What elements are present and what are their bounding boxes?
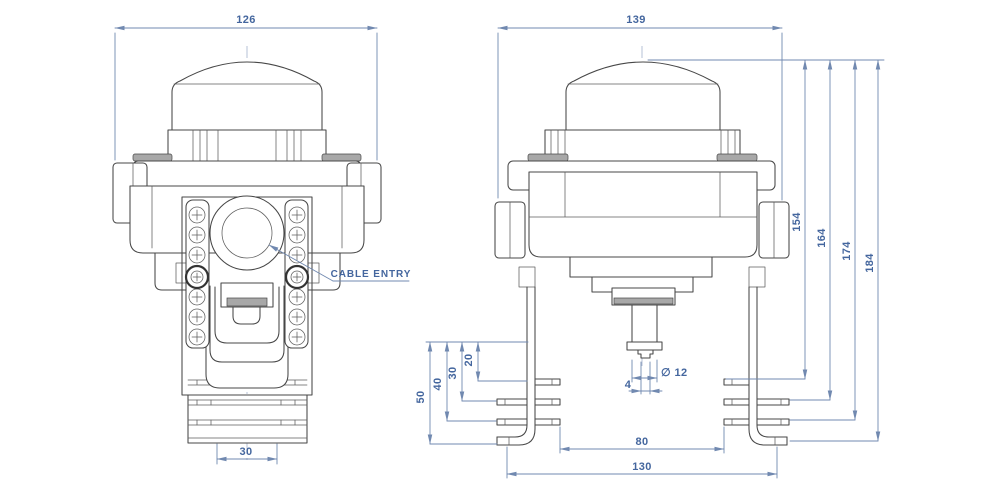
dim-164-label: 164 <box>816 228 828 248</box>
dim-126-label: 126 <box>236 14 256 26</box>
collar <box>167 129 327 162</box>
dim-dia12-label: ∅ 12 <box>661 367 687 379</box>
dim-bracket-levels: 20 30 40 50 <box>415 341 529 445</box>
cable-entry-label: CABLE ENTRY <box>331 269 412 280</box>
dim-139-label: 139 <box>626 14 646 26</box>
leg-boss-right <box>748 266 766 288</box>
dim-154-label: 154 <box>791 212 803 232</box>
bracket-straps <box>205 282 289 389</box>
flange-chamfer-left <box>132 153 173 162</box>
cable-entry-circle <box>209 195 285 271</box>
dim-40-label: 40 <box>432 377 444 390</box>
main-body-side <box>528 171 758 258</box>
dim-50-label: 50 <box>415 390 427 403</box>
dim-80-label: 80 <box>635 436 648 448</box>
dim-20-label: 20 <box>463 353 475 366</box>
leg-left <box>496 286 561 446</box>
side-view: 139 154 164 174 184 20 30 <box>415 14 885 479</box>
dome-cap-side <box>565 61 721 131</box>
bolts-left <box>184 206 210 346</box>
dim-shaft: ∅ 12 4 <box>625 359 687 395</box>
dim-side-width: 139 <box>497 14 783 201</box>
dim-30-label: 30 <box>239 446 252 458</box>
dim-4-label: 4 <box>625 379 632 391</box>
dim-30-level-label: 30 <box>447 366 459 379</box>
flange-chamfer-right <box>321 153 362 162</box>
strap-slot <box>226 297 268 307</box>
bolt-strips <box>184 199 310 349</box>
shaft <box>631 304 658 343</box>
bolts-right <box>284 206 310 346</box>
side-housing <box>494 61 790 359</box>
mounting-legs <box>496 286 790 446</box>
cable-entry-callout: CABLE ENTRY <box>268 244 412 282</box>
leg-right <box>723 286 790 446</box>
dim-spans: 80 130 <box>506 426 778 479</box>
collar-side <box>544 129 741 162</box>
shaft-flange <box>626 341 663 351</box>
dim-184-label: 184 <box>864 253 876 273</box>
front-bracket <box>181 195 313 444</box>
leg-boss-left <box>518 266 536 288</box>
dim-front-slot: 30 <box>216 443 278 465</box>
front-view: 126 30 CABLE ENTRY <box>112 14 412 465</box>
step-1 <box>569 256 713 278</box>
dim-front-width: 126 <box>114 14 378 161</box>
dim-130-label: 130 <box>632 461 652 473</box>
dim-heights: 154 164 174 184 <box>647 59 885 442</box>
upper-flange <box>132 160 362 187</box>
dome-cap <box>171 61 323 131</box>
dim-174-label: 174 <box>841 241 853 261</box>
shaft-tip <box>637 349 654 359</box>
bottom-plate <box>187 394 308 444</box>
